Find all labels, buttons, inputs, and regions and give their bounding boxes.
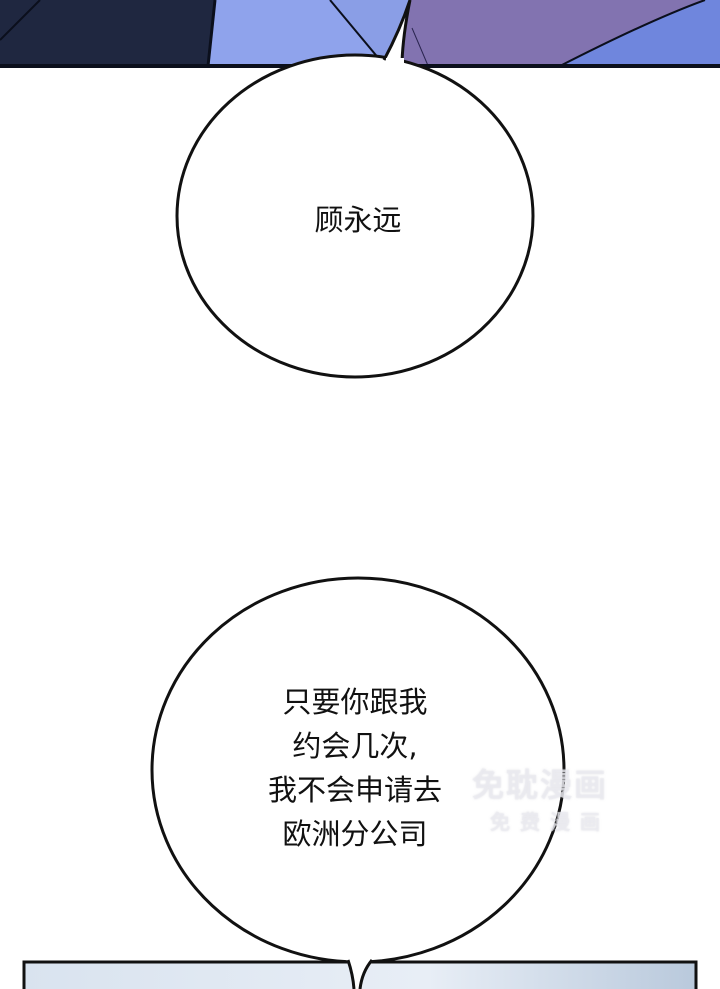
dialogue-line: 顾永远: [314, 203, 402, 237]
watermark-subtitle: 免费漫画: [490, 810, 610, 834]
dialogue-line: 约会几次,: [292, 729, 418, 763]
speech-bubble-1: [175, 0, 535, 379]
dialogue-line: 欧洲分公司: [282, 817, 428, 851]
dialogue-line: 只要你跟我: [282, 685, 428, 719]
dialogue-line: 我不会申请去: [267, 773, 442, 807]
dialogue-text-2: 只要你跟我 约会几次, 我不会申请去 欧洲分公司: [220, 680, 490, 856]
speech-bubble-2: [150, 576, 566, 989]
dialogue-text-1: 顾永远: [258, 198, 458, 242]
watermark-title: 免耽漫画: [472, 766, 609, 804]
